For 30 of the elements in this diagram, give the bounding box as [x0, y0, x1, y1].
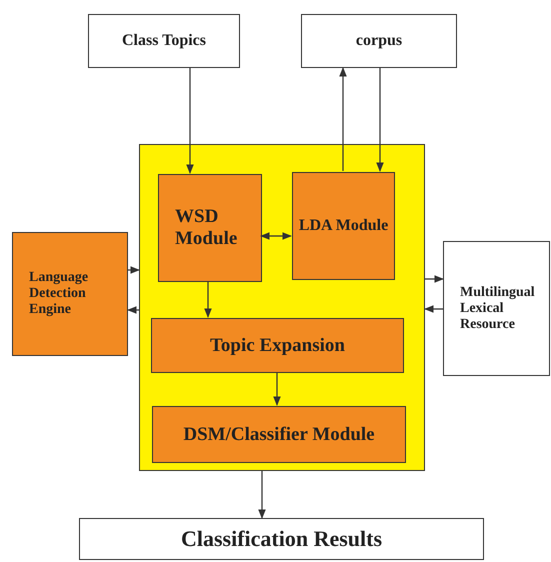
process-box	[88, 14, 240, 68]
arrow	[260, 232, 292, 240]
process-box	[12, 232, 128, 356]
node-label: Class Topics	[122, 32, 206, 50]
process-box	[292, 172, 395, 280]
node-label: Language Detection Engine	[29, 270, 90, 318]
node-label: WSD Module	[175, 206, 238, 250]
node-label: DSM/Classifier Module	[183, 424, 375, 446]
arrow	[258, 471, 266, 519]
resource-box	[443, 241, 550, 376]
process-box	[151, 318, 404, 373]
process-box	[152, 406, 406, 463]
arrow	[376, 68, 384, 172]
arrow	[127, 306, 139, 314]
node-label: Multilingual Lexical Resource	[460, 284, 536, 332]
node-label: Topic Expansion	[210, 334, 345, 356]
arrow	[204, 281, 212, 318]
arrow	[424, 305, 443, 313]
node-label: LDA Module	[298, 217, 388, 235]
arrow	[425, 275, 444, 283]
arrow	[339, 67, 347, 171]
arrow	[186, 68, 194, 174]
container-panel	[139, 144, 425, 471]
node-label: corpus	[356, 32, 402, 50]
node-label: Classification Results	[180, 526, 382, 552]
result-box	[79, 518, 484, 560]
arrow	[128, 266, 140, 274]
process-box	[301, 14, 457, 68]
arrow	[273, 372, 281, 406]
process-box	[158, 174, 262, 282]
